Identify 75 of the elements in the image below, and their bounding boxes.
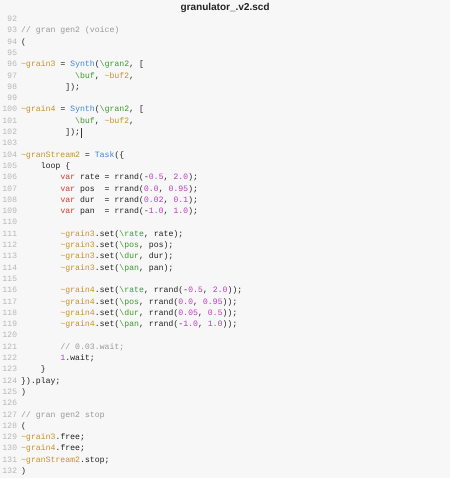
- line-number: 93: [6, 25, 17, 37]
- code-line: ~grain3.set(\dur, dur);: [59, 251, 174, 263]
- line-number: 104: [1, 150, 17, 161]
- line-number: 113: [1, 251, 17, 263]
- line-number: 110: [1, 217, 17, 229]
- code-line: \buf, ~buf2,: [74, 70, 134, 82]
- line-number: 126: [1, 398, 17, 410]
- line-number: 122: [1, 353, 17, 364]
- line-number: 116: [1, 285, 17, 296]
- line-number: 132: [1, 466, 17, 478]
- code-line: ~granStream2 = Task({: [21, 150, 124, 161]
- file-title: granulator_.v2.scd: [180, 2, 270, 13]
- line-number: 121: [1, 342, 17, 353]
- line-number: 124: [1, 376, 17, 387]
- code-line: (: [21, 420, 26, 432]
- line-number: 99: [6, 93, 17, 104]
- line-number: 127: [1, 410, 17, 421]
- code-line: ~grain4.free;: [21, 443, 85, 455]
- line-number: 123: [1, 364, 17, 376]
- code-line: var rate = rrand(-0.5, 2.0);: [59, 172, 198, 184]
- code-line: 1.wait;: [59, 353, 95, 364]
- line-number: 102: [1, 127, 17, 138]
- code-line: ~grain3 = Synth(\gran2, [: [21, 59, 144, 70]
- line-number: 112: [1, 240, 17, 252]
- code-line: ~grain3.set(\pan, pan);: [59, 262, 174, 274]
- line-number: 128: [1, 420, 17, 432]
- line-number: 120: [1, 330, 17, 342]
- code-comment: // gran gen2 (voice): [21, 25, 120, 37]
- code-line: ~grain3.set(\pos, pos);: [59, 240, 174, 252]
- code-line: \buf, ~buf2,: [74, 116, 134, 127]
- line-number: 92: [6, 14, 17, 26]
- line-number: 105: [1, 160, 17, 172]
- code-line: var pos = rrand(0.0, 0.95);: [59, 184, 198, 195]
- code-line: ~grain4 = Synth(\gran2, [: [21, 104, 144, 116]
- code-line: ~grain4.set(\pan, rrand(-1.0, 1.0));: [59, 319, 238, 330]
- line-number: 96: [6, 59, 17, 70]
- code-line: ~grain4.set(\pos, rrand(0.0, 0.95));: [59, 296, 238, 308]
- code-comment: // 0.03.wait;: [59, 342, 124, 353]
- code-line: }: [40, 364, 46, 376]
- code-line: }).play;: [21, 376, 60, 387]
- line-number: 129: [1, 432, 17, 444]
- line-number: 114: [1, 262, 17, 274]
- line-number: 108: [1, 194, 17, 206]
- line-number: 130: [1, 443, 17, 455]
- line-number: 131: [1, 454, 17, 466]
- line-number: 125: [1, 386, 17, 398]
- line-number: 103: [1, 138, 17, 150]
- code-line: ~grain3.free;: [21, 432, 85, 444]
- line-number: 101: [1, 116, 17, 127]
- line-number: 111: [1, 228, 17, 240]
- code-line: loop {: [40, 160, 70, 172]
- code-line: var pan = rrand(-1.0, 1.0);: [59, 206, 198, 218]
- line-number: 109: [1, 206, 17, 218]
- line-number: 118: [1, 308, 17, 320]
- line-number: 95: [6, 48, 17, 60]
- code-line: ): [21, 386, 26, 398]
- code-line: ~granStream2.stop;: [21, 454, 110, 466]
- line-number: 107: [1, 184, 17, 195]
- line-number: 94: [6, 36, 17, 48]
- line-number: 97: [6, 70, 17, 82]
- line-number: 106: [1, 172, 17, 184]
- code-line: ): [21, 466, 26, 478]
- code-line: ]);: [64, 127, 80, 138]
- code-comment: // gran gen2 stop: [21, 410, 105, 421]
- code-line: ]);: [64, 82, 80, 94]
- code-line: var dur = rrand(0.02, 0.1);: [59, 194, 198, 206]
- line-number: 119: [1, 319, 17, 330]
- code-line: ~grain4.set(\dur, rrand(0.05, 0.5));: [59, 308, 238, 320]
- line-number: 98: [6, 82, 17, 94]
- line-number: 115: [1, 274, 17, 286]
- code-line: (: [21, 36, 26, 48]
- code-line: ~grain3.set(\rate, rate);: [59, 228, 184, 240]
- code-line: ~grain4.set(\rate, rrand(-0.5, 2.0));: [59, 285, 242, 296]
- line-number: 117: [1, 296, 17, 308]
- line-number: 100: [1, 104, 17, 116]
